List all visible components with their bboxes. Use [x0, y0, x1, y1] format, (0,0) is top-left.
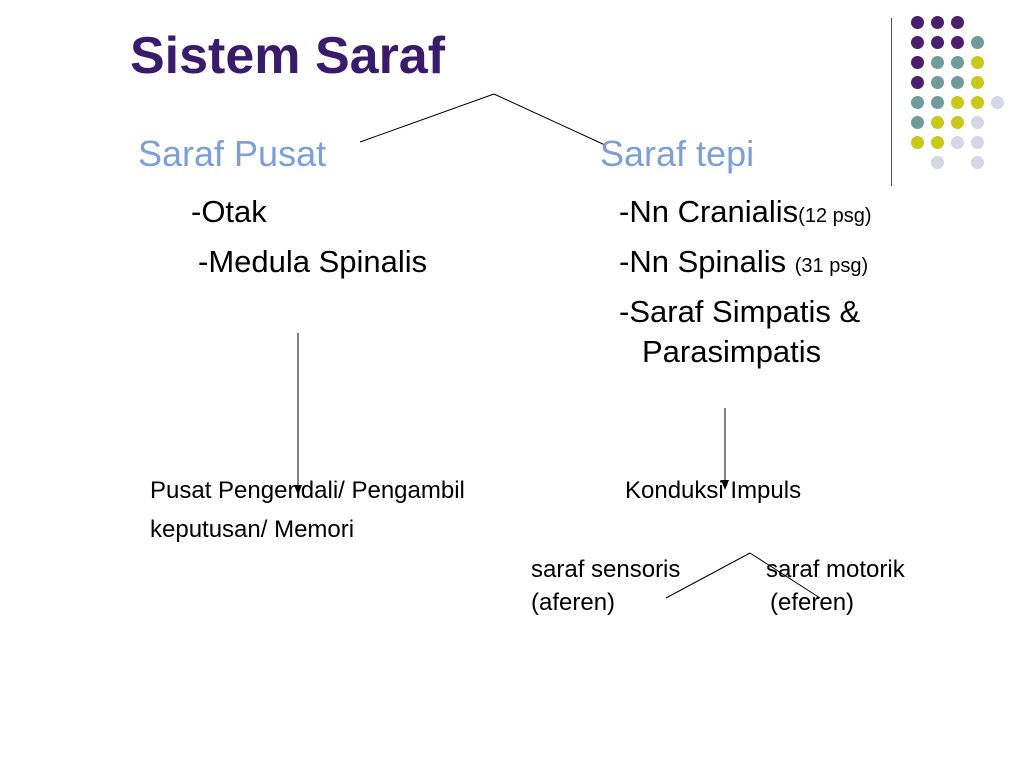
dot — [931, 96, 944, 109]
dot — [971, 156, 984, 169]
dot — [911, 16, 924, 29]
dot — [911, 76, 924, 89]
dot — [971, 56, 984, 69]
dot — [911, 116, 924, 129]
dot — [931, 76, 944, 89]
dot — [931, 136, 944, 149]
peripheral-item-parasimpatis: Parasimpatis — [642, 334, 822, 369]
dot — [971, 36, 984, 49]
dot — [971, 96, 984, 109]
dot — [951, 136, 964, 149]
dot — [931, 16, 944, 29]
dot — [931, 156, 944, 169]
dot — [971, 76, 984, 89]
sensory-nerve-label: saraf sensoris — [531, 556, 681, 583]
central-item-medula: -Medula Spinalis — [198, 244, 428, 279]
central-function-line1: Pusat Pengendali/ Pengambil — [150, 477, 465, 504]
cranialis-label: -Nn Cranialis — [619, 194, 799, 229]
peripheral-item-simpatis: -Saraf Simpatis & — [619, 294, 861, 329]
sensory-nerve-sub: (aferen) — [531, 589, 616, 616]
slide-title: Sistem Saraf — [130, 27, 446, 85]
dot — [911, 56, 924, 69]
tree-branch-right-line — [493, 93, 606, 146]
peripheral-function: Konduksi Impuls — [625, 477, 802, 504]
central-item-otak: -Otak — [191, 194, 267, 229]
dot — [911, 96, 924, 109]
dot — [951, 96, 964, 109]
dot — [911, 36, 924, 49]
central-function-line2: keputusan/ Memori — [150, 516, 355, 543]
central-heading: Saraf Pusat — [138, 133, 327, 174]
dot — [931, 56, 944, 69]
spinalis-label: -Nn Spinalis — [619, 244, 795, 279]
motor-nerve-label: saraf motorik — [766, 556, 905, 583]
cranialis-pair-count: (12 psg) — [798, 205, 872, 227]
dot — [951, 76, 964, 89]
dot — [991, 96, 1004, 109]
spinalis-pair-count: (31 psg) — [794, 255, 869, 277]
dot — [971, 116, 984, 129]
peripheral-item-spinalis: -Nn Spinalis (31 psg) — [619, 246, 868, 277]
dot — [911, 136, 924, 149]
dot — [971, 136, 984, 149]
branch-sensory-line — [665, 552, 751, 599]
dot — [951, 36, 964, 49]
dot — [951, 116, 964, 129]
branch-motor-line — [749, 552, 821, 599]
peripheral-heading: Saraf tepi — [600, 133, 755, 174]
vertical-divider — [891, 18, 892, 186]
tree-branch-left-line — [359, 93, 495, 143]
peripheral-item-cranialis: -Nn Cranialis(12 psg) — [619, 196, 872, 227]
dot — [951, 16, 964, 29]
motor-nerve-sub: (eferen) — [770, 589, 855, 616]
dot — [951, 56, 964, 69]
dot — [931, 36, 944, 49]
dot — [931, 116, 944, 129]
